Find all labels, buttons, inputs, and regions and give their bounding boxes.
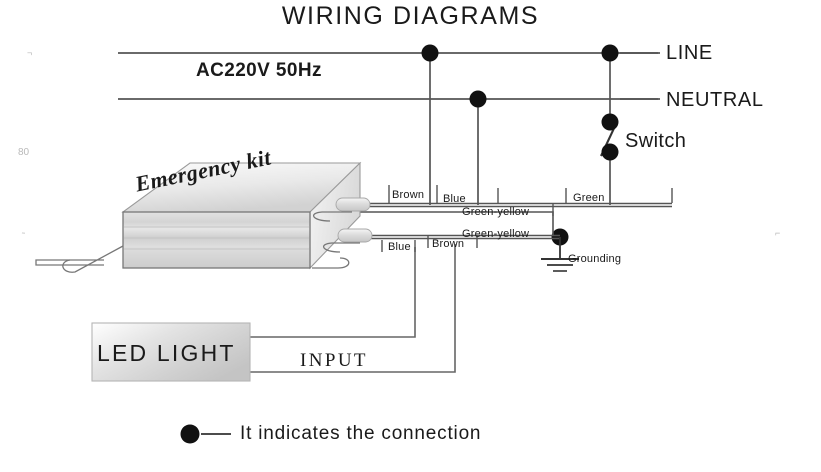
dot-neutral-blue [469,90,487,108]
legend-marker [180,424,231,444]
kit-loose-wire-loops [35,211,360,273]
wire-label-green-yellow-bottom: Green-yellow [462,228,530,240]
neutral-terminal-label: NEUTRAL [666,89,764,111]
page-title: WIRING DIAGRAMS [281,2,540,30]
mains-rails [118,52,660,100]
input-label: INPUT [300,350,368,371]
blue-led-path [247,247,416,338]
scan-artifact-lower-left: ˜ [22,231,25,241]
wire-label-blue-bottom: Blue [388,241,411,253]
loop-right-tail [312,257,350,269]
kit-wire-bus [348,202,672,240]
led-feed-wires [247,244,456,373]
grounding-label: Grounding [568,253,622,265]
kit-connector-stubs [335,197,373,243]
green-yellow-upper-path [348,211,554,236]
loop-right-upper [312,211,352,222]
led-feed-ticks [381,236,478,252]
dot-switch-upper [601,113,619,131]
legend-text: It indicates the connection [240,423,482,444]
scan-artifact-right: ⌐ [775,228,781,238]
wire-label-blue-top: Blue [443,193,466,205]
loop-left-tail [35,259,104,266]
ac-supply-label: AC220V 50Hz [196,60,322,81]
scan-artifact-mid-left: 80 [18,147,30,158]
led-light-label: LED LIGHT [97,340,236,366]
emergency-kit-box [121,161,362,270]
scan-artifact-top-left: ¬ [27,48,33,58]
wire-label-brown-top: Brown [392,189,425,201]
legend-dot [180,424,200,444]
stub-lower [337,228,373,243]
dot-line-brown [421,44,439,62]
wire-label-green: Green [573,192,605,204]
kit-front-face [122,211,311,269]
wire-label-brown-bottom: Brown [432,238,465,250]
dot-line-switch [601,44,619,62]
loop-left [62,245,124,273]
dot-switch-lower [601,143,619,161]
label-leaders [620,52,658,100]
switch-label: Switch [625,130,687,152]
loop-right-lower [322,242,360,253]
kit-front-bands [124,226,309,250]
led-light-box [91,322,251,382]
line-terminal-label: LINE [666,42,713,64]
grounding-symbol [541,237,579,272]
stub-upper [335,197,371,212]
supply-drops [429,53,611,205]
wire-label-green-yellow-top: Green-yellow [462,206,530,218]
brown-led-path [247,244,456,373]
